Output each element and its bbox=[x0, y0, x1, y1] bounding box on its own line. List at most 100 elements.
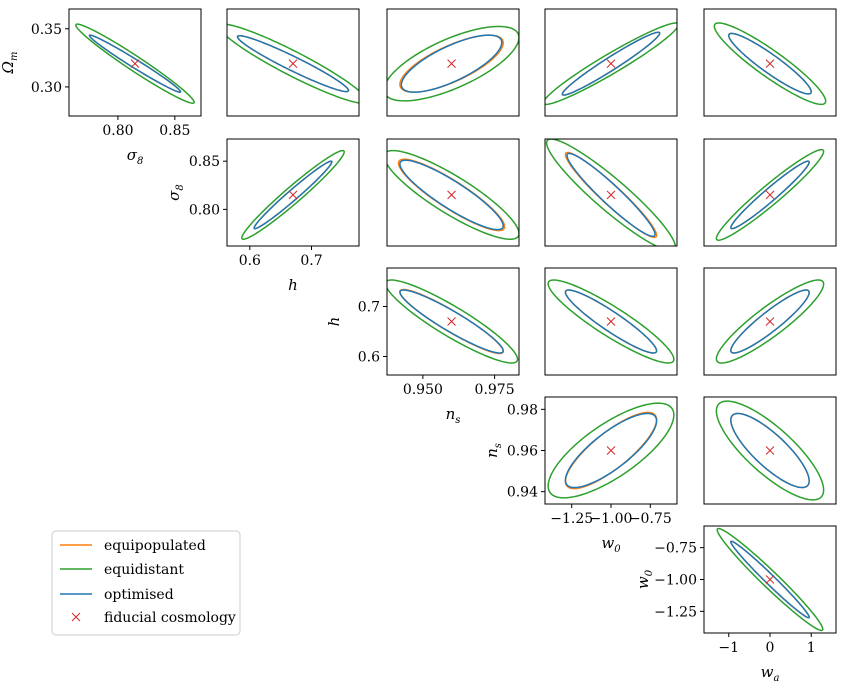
x-tick-label: 0.80 bbox=[102, 123, 133, 139]
y-tick-label: 0.30 bbox=[31, 80, 62, 96]
panel-frame bbox=[703, 267, 837, 376]
panel-Om-vs-ns bbox=[386, 8, 520, 117]
marker-stroke bbox=[288, 190, 298, 200]
panel-s8-vs-wa bbox=[703, 138, 837, 247]
y-tick-label: −1.25 bbox=[654, 604, 697, 620]
x-tick-label: 0.975 bbox=[475, 382, 515, 398]
axis-label-h: h bbox=[288, 276, 298, 294]
panel-s8-vs-ns bbox=[386, 138, 520, 247]
y-tick-label: 0.80 bbox=[189, 202, 220, 218]
y-tick-label: 0.98 bbox=[507, 402, 538, 418]
fiducial-marker bbox=[765, 59, 775, 69]
contour-optimised bbox=[730, 540, 810, 619]
contour-optimised bbox=[400, 34, 503, 93]
x-tick-label: 0.85 bbox=[159, 123, 190, 139]
contour-equidistant bbox=[387, 279, 519, 364]
contour-optimised bbox=[730, 289, 810, 354]
axis-label-s8: σ8 bbox=[165, 184, 186, 201]
x-tick-label: −1 bbox=[718, 640, 739, 656]
marker-stroke bbox=[765, 317, 775, 326]
y-tick-label: 0.85 bbox=[189, 154, 220, 170]
marker-stroke bbox=[606, 59, 616, 69]
y-tick-label: 0.6 bbox=[358, 350, 380, 366]
legend-label-equidistant: equidistant bbox=[104, 562, 184, 578]
panel-frame bbox=[386, 267, 520, 376]
panel-ns-vs-w0: −1.25−1.00−0.75 0.94 0.96 0.98 bbox=[507, 396, 678, 527]
x-tick-label: 1 bbox=[807, 640, 816, 656]
panel-frame bbox=[544, 138, 678, 247]
panel-s8-vs-h: 0.6 0.7 0.80 0.85 bbox=[189, 138, 360, 269]
marker-stroke bbox=[765, 575, 775, 584]
legend-label-equipopulated: equipopulated bbox=[104, 538, 206, 554]
contour-equidistant bbox=[387, 25, 519, 102]
marker-stroke bbox=[447, 190, 456, 200]
contour-equidistant bbox=[547, 279, 675, 364]
y-tick-label: −1.00 bbox=[654, 573, 697, 589]
panel-Om-vs-w0 bbox=[544, 8, 678, 117]
contour-optimised bbox=[399, 289, 504, 354]
y-tick-label: 0.94 bbox=[507, 485, 538, 501]
x-tick-label: −0.75 bbox=[629, 511, 672, 527]
fiducial-marker bbox=[765, 317, 775, 326]
fiducial-marker bbox=[447, 190, 456, 200]
fiducial-marker bbox=[447, 59, 456, 69]
contour-equidistant bbox=[713, 22, 827, 106]
fiducial-marker bbox=[765, 190, 775, 200]
y-tick-label: 0.96 bbox=[507, 444, 538, 460]
contour-optimised bbox=[561, 31, 661, 96]
legend: equipopulated equidistant optimised fidu… bbox=[51, 530, 241, 636]
y-tick-label: 0.35 bbox=[31, 22, 62, 38]
x-tick-label: −1.00 bbox=[590, 511, 633, 527]
marker-stroke bbox=[447, 59, 456, 69]
panel-frame bbox=[386, 8, 520, 117]
contour-equidistant bbox=[547, 402, 675, 499]
x-tick-label: −1.25 bbox=[550, 511, 593, 527]
contour-optimised bbox=[730, 412, 810, 489]
contour-equidistant bbox=[241, 149, 345, 241]
axis-label-ns: ns bbox=[483, 443, 504, 458]
panel-h-vs-ns: 0.950 0.975 0.6 0.7 bbox=[358, 267, 520, 398]
axis-label-w0: w0 bbox=[601, 534, 621, 555]
contour-optimised bbox=[730, 160, 810, 230]
marker-stroke bbox=[447, 317, 456, 326]
axis-label-s8: σ8 bbox=[127, 146, 144, 167]
contour-equidistant bbox=[715, 400, 825, 501]
marker-stroke bbox=[606, 446, 616, 455]
panel-frame bbox=[386, 138, 520, 247]
contour-optimised bbox=[727, 32, 813, 95]
y-tick-label: −0.75 bbox=[654, 541, 697, 557]
axis-label-Om: Ωm bbox=[0, 52, 20, 75]
panel-frame bbox=[68, 8, 202, 117]
contour-optimised bbox=[236, 35, 350, 93]
x-tick-label: 0.7 bbox=[300, 253, 322, 269]
marker-stroke bbox=[130, 59, 140, 69]
contour-equidistant bbox=[75, 23, 195, 104]
panel-h-vs-wa bbox=[703, 267, 837, 376]
marker-stroke bbox=[288, 59, 298, 69]
panel-frame bbox=[703, 8, 837, 117]
contour-optimised bbox=[566, 152, 656, 238]
marker-stroke bbox=[765, 446, 775, 455]
panel-frame bbox=[703, 138, 837, 247]
x-tick-label: 0.950 bbox=[403, 382, 443, 398]
x-tick-label: 0.6 bbox=[239, 253, 261, 269]
panel-frame bbox=[703, 396, 837, 505]
panel-frame bbox=[544, 8, 678, 117]
marker-stroke bbox=[765, 190, 775, 200]
panel-ns-vs-wa bbox=[703, 396, 837, 505]
fiducial-marker bbox=[606, 446, 616, 455]
contour-equidistant bbox=[227, 23, 359, 104]
panel-Om-vs-wa bbox=[703, 8, 837, 117]
contour-optimised bbox=[564, 289, 658, 354]
contour-optimised bbox=[564, 412, 658, 489]
contour-equidistant bbox=[715, 148, 825, 241]
axis-label-wa: wa bbox=[761, 663, 780, 684]
panel-frame bbox=[226, 138, 360, 247]
panel-Om-vs-s8: 0.80 0.85 0.30 0.35 bbox=[31, 8, 202, 139]
panel-Om-vs-h bbox=[226, 8, 360, 117]
contour-equidistant bbox=[545, 139, 677, 246]
marker-stroke bbox=[606, 317, 616, 326]
y-tick-label: 0.7 bbox=[358, 300, 380, 316]
